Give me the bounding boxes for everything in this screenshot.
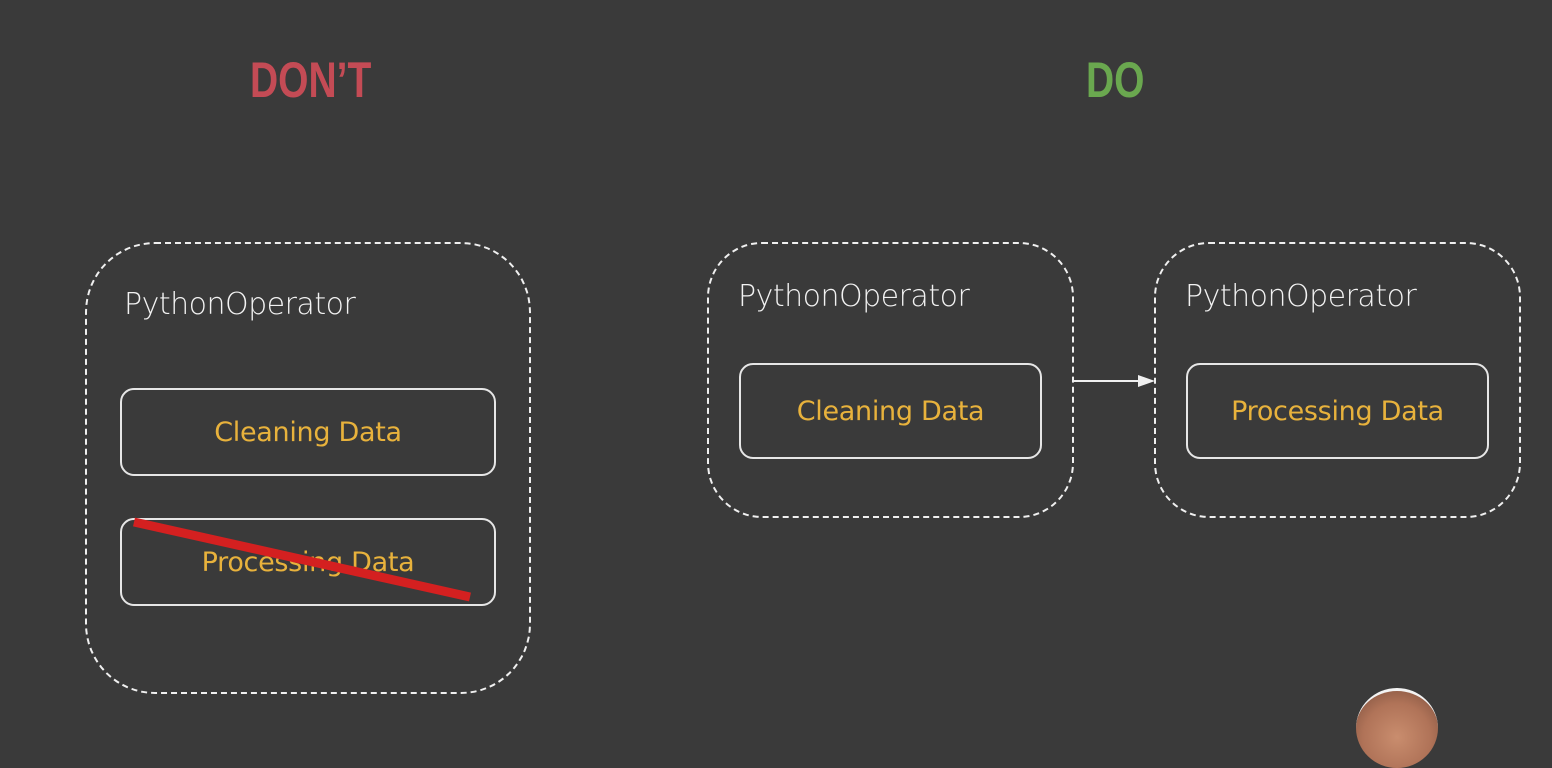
dont-task-processing: Processing Data xyxy=(120,518,496,606)
presenter-avatar xyxy=(1356,688,1438,768)
dont-task-cleaning: Cleaning Data xyxy=(120,388,496,476)
do-operator-container-2 xyxy=(1154,242,1521,518)
do-task-processing-label: Processing Data xyxy=(1231,395,1444,427)
do-operator-container-1 xyxy=(707,242,1074,518)
dont-operator-label: PythonOperator xyxy=(124,287,356,322)
dont-task-processing-label: Processing Data xyxy=(201,546,415,578)
dont-task-cleaning-label: Cleaning Data xyxy=(214,416,402,448)
do-heading: DO xyxy=(1086,52,1145,108)
dont-operator-container xyxy=(85,242,531,694)
dont-heading: DON’T xyxy=(250,52,372,108)
do-task-cleaning-label: Cleaning Data xyxy=(796,395,985,427)
do-task-processing: Processing Data xyxy=(1186,363,1489,459)
do-operator-label-1: PythonOperator xyxy=(738,279,970,314)
do-operator-label-2: PythonOperator xyxy=(1185,279,1417,314)
do-task-cleaning: Cleaning Data xyxy=(739,363,1042,459)
